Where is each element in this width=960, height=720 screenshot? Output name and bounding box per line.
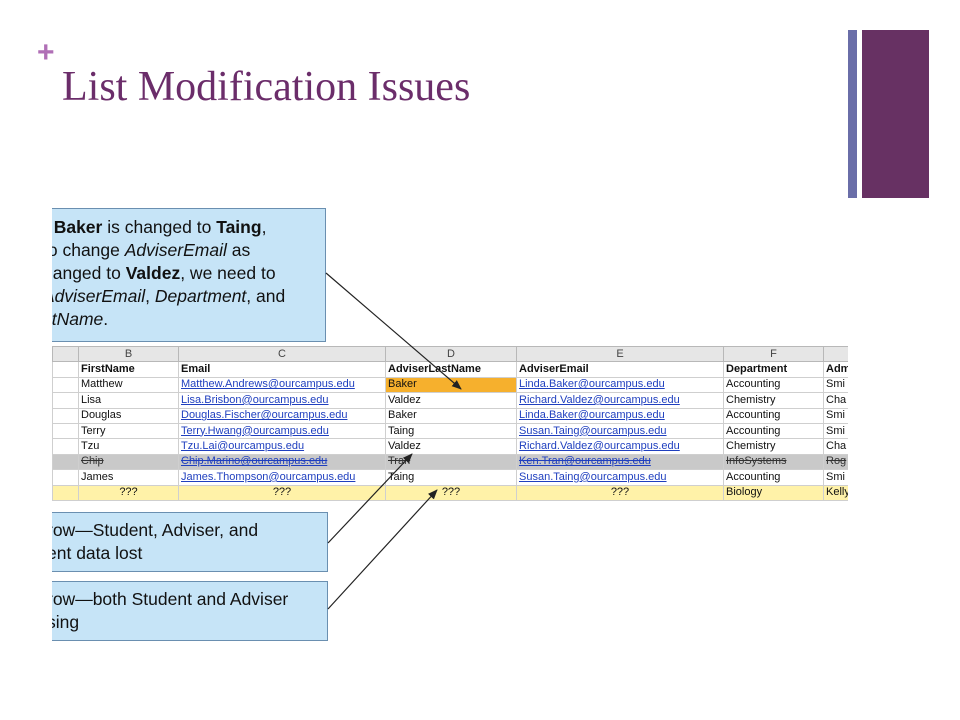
header-adviserlastname: AdviserLastName <box>385 361 517 378</box>
cell <box>52 453 79 471</box>
inserted-row: ??? ??? ??? ??? Biology Kelly <box>52 484 848 501</box>
column-header-e: E <box>516 345 724 363</box>
header-adviseremail: AdviserEmail <box>516 361 724 378</box>
slide-plus-mark: + <box>37 36 55 69</box>
deleted-row: Chip Chip.Marino@ourcampus.edu Tran Ken.… <box>52 453 848 471</box>
table-row: Terry Terry.Hwang@ourcampus.edu Taing Su… <box>52 422 848 440</box>
insert-callout: row—both Student and Adviser sing <box>52 581 328 641</box>
cell: Taing <box>385 422 517 440</box>
email-link[interactable]: Richard.Valdez@ourcampus.edu <box>516 438 724 455</box>
cell: Douglas <box>78 407 179 424</box>
email-link[interactable]: Susan.Taing@ourcampus.edu <box>516 422 724 440</box>
cell: Accounting <box>723 469 824 486</box>
cell: Smi <box>823 376 848 394</box>
cell: Tzu <box>78 438 179 455</box>
column-header-b: B <box>78 345 179 363</box>
cell: ??? <box>516 484 724 501</box>
cell: ??? <box>385 484 517 501</box>
table-row: James James.Thompson@ourcampus.edu Taing… <box>52 469 848 486</box>
table-row: Lisa Lisa.Brisbon@ourcampus.edu Valdez R… <box>52 392 848 409</box>
cell <box>52 438 79 455</box>
cell: Kelly <box>823 484 848 501</box>
header-admin: Adm <box>823 361 848 378</box>
accent-bar-thin <box>848 30 857 198</box>
cell: Chip <box>78 453 179 471</box>
cell: Smi <box>823 469 848 486</box>
callout-line: hanged to Valdez, we need to <box>52 263 276 283</box>
email-link[interactable]: Matthew.Andrews@ourcampus.edu <box>178 376 386 394</box>
callout-line: row—Student, Adviser, and <box>52 520 259 540</box>
arrow-insert <box>327 489 438 610</box>
email-link[interactable]: Tzu.Lai@ourcampus.edu <box>178 438 386 455</box>
table-row: Tzu Tzu.Lai@ourcampus.edu Valdez Richard… <box>52 438 848 455</box>
cell: ??? <box>78 484 179 501</box>
slide-title: List Modification Issues <box>62 64 471 110</box>
email-link[interactable]: Terry.Hwang@ourcampus.edu <box>178 422 386 440</box>
column-header-f: F <box>723 345 824 363</box>
callout-line: row—both Student and Adviser <box>52 589 289 609</box>
cell <box>52 361 79 378</box>
update-callout: r Baker is changed to Taing, to change A… <box>52 208 326 342</box>
column-header-a <box>52 345 79 363</box>
cell: Accounting <box>723 376 824 394</box>
cell: Accounting <box>723 422 824 440</box>
email-link[interactable]: Chip.Marino@ourcampus.edu <box>178 453 386 471</box>
table-row: Matthew Matthew.Andrews@ourcampus.edu Ba… <box>52 376 848 394</box>
header-email: Email <box>178 361 386 378</box>
email-link[interactable]: James.Thompson@ourcampus.edu <box>178 469 386 486</box>
table-row: Douglas Douglas.Fischer@ourcampus.edu Ba… <box>52 407 848 424</box>
column-header-g <box>823 345 848 363</box>
column-letter-row: B C D E F <box>52 345 848 363</box>
cell: Valdez <box>385 438 517 455</box>
header-firstname: FirstName <box>78 361 179 378</box>
cell <box>52 407 79 424</box>
cell: Biology <box>723 484 824 501</box>
cell: Chemistry <box>723 438 824 455</box>
cell: Taing <box>385 469 517 486</box>
callout-line: to change AdviserEmail as <box>52 240 251 260</box>
callout-line: r Baker is changed to Taing, <box>53 217 267 237</box>
email-link[interactable]: Richard.Valdez@ourcampus.edu <box>516 392 724 409</box>
highlighted-cell: Baker <box>385 376 517 394</box>
email-link[interactable]: Ken.Tran@ourcampus.edu <box>516 453 724 471</box>
cell: Lisa <box>78 392 179 409</box>
cell: Chemistry <box>723 392 824 409</box>
email-link[interactable]: Lisa.Brisbon@ourcampus.edu <box>178 392 386 409</box>
cell: Smi <box>823 422 848 440</box>
cell <box>52 376 79 394</box>
cell: Rog <box>823 453 848 471</box>
column-header-c: C <box>178 345 386 363</box>
cell: Cha <box>823 438 848 455</box>
email-link[interactable]: Douglas.Fischer@ourcampus.edu <box>178 407 386 424</box>
cell <box>52 469 79 486</box>
cell <box>52 392 79 409</box>
spreadsheet-table: B C D E F FirstName Email AdviserLastNam… <box>52 345 848 501</box>
cell: Smi <box>823 407 848 424</box>
cell: Matthew <box>78 376 179 394</box>
cell: Terry <box>78 422 179 440</box>
header-department: Department <box>723 361 824 378</box>
cell: ??? <box>178 484 386 501</box>
column-header-d: D <box>385 345 517 363</box>
callout-line: AdviserEmail, Department, and <box>52 286 286 306</box>
callout-line: stName. <box>52 309 109 329</box>
delete-callout: row—Student, Adviser, and ent data lost <box>52 512 328 572</box>
cell: Cha <box>823 392 848 409</box>
cell: Accounting <box>723 407 824 424</box>
email-link[interactable]: Linda.Baker@ourcampus.edu <box>516 407 724 424</box>
email-link[interactable]: Susan.Taing@ourcampus.edu <box>516 469 724 486</box>
cell <box>52 422 79 440</box>
cell <box>52 484 79 501</box>
accent-bar-thick <box>862 30 929 198</box>
cell: InfoSystems <box>723 453 824 471</box>
email-link[interactable]: Linda.Baker@ourcampus.edu <box>516 376 724 394</box>
cell: Valdez <box>385 392 517 409</box>
cell: Tran <box>385 453 517 471</box>
cell: James <box>78 469 179 486</box>
callout-line: sing <box>52 612 80 632</box>
spreadsheet-figure: r Baker is changed to Taing, to change A… <box>52 205 848 645</box>
field-header-row: FirstName Email AdviserLastName AdviserE… <box>52 361 848 378</box>
callout-line: ent data lost <box>52 543 143 563</box>
cell: Baker <box>385 407 517 424</box>
